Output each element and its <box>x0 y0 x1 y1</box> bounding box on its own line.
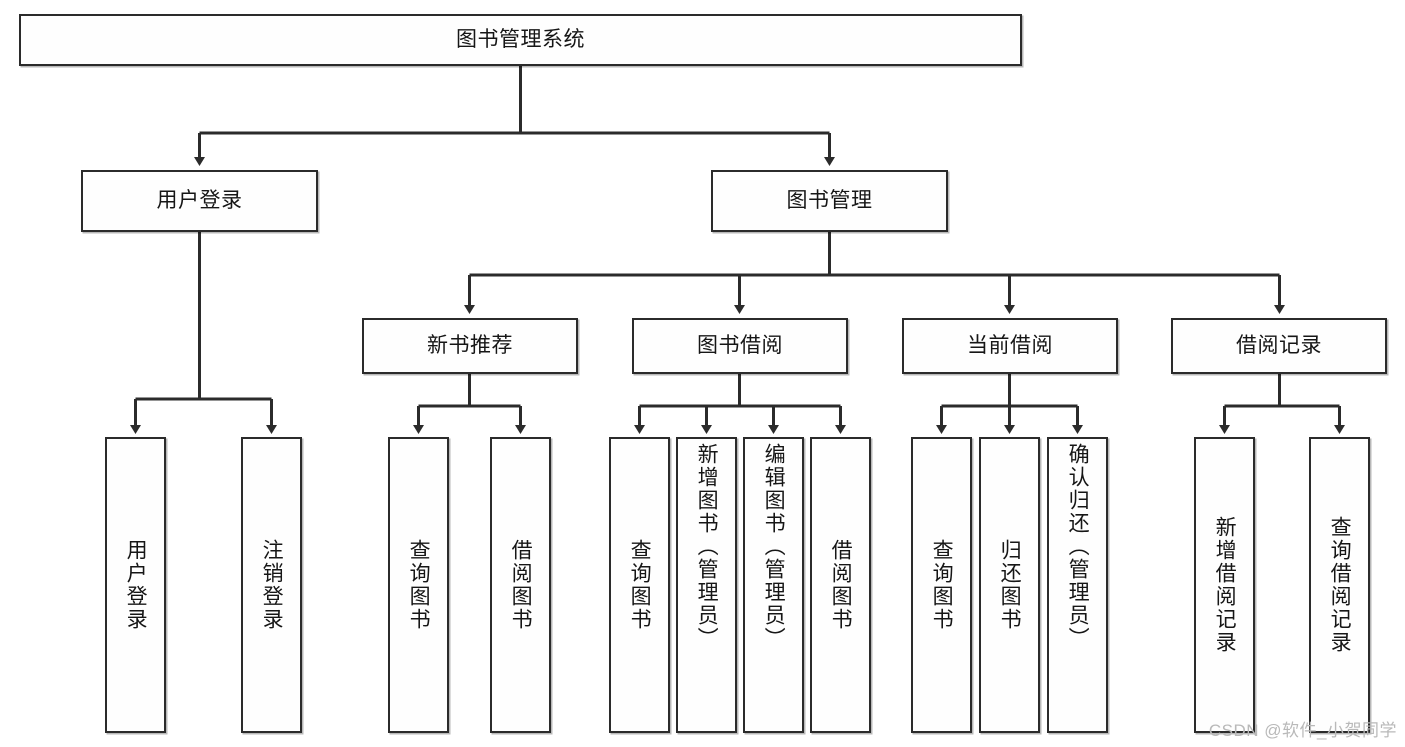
node-label: 当前借阅 <box>967 333 1053 357</box>
leaf-new-book-borrow[interactable]: 借阅图书 <box>490 437 551 733</box>
node-label: 新增借阅记录 <box>1213 516 1237 654</box>
leaf-book-borrow-edit[interactable]: 编辑图书（管理员） <box>743 437 804 733</box>
node-label: 借阅图书 <box>509 539 533 631</box>
node-label: 确认归还（管理员） <box>1066 443 1090 650</box>
leaf-borrow-record-query[interactable]: 查询借阅记录 <box>1309 437 1370 733</box>
leaf-book-borrow-add[interactable]: 新增图书（管理员） <box>676 437 737 733</box>
watermark: CSDN @软件_小贺同学 <box>1208 721 1397 740</box>
node-label: 借阅图书 <box>829 539 853 631</box>
node-label: 归还图书 <box>998 539 1022 631</box>
node-book-management[interactable]: 图书管理 <box>711 170 948 232</box>
node-label: 用户登录 <box>156 188 243 212</box>
node-label: 编辑图书（管理员） <box>762 443 786 650</box>
node-label: 新增图书（管理员） <box>695 443 719 650</box>
node-label: 查询图书 <box>407 539 431 631</box>
leaf-current-borrow-query[interactable]: 查询图书 <box>911 437 972 733</box>
leaf-book-borrow-borrow[interactable]: 借阅图书 <box>810 437 871 733</box>
node-current-borrow[interactable]: 当前借阅 <box>902 318 1118 374</box>
node-label: 查询借阅记录 <box>1328 516 1352 654</box>
leaf-current-borrow-confirm-return[interactable]: 确认归还（管理员） <box>1047 437 1108 733</box>
leaf-borrow-record-add[interactable]: 新增借阅记录 <box>1194 437 1255 733</box>
node-label: 新书推荐 <box>427 333 513 357</box>
node-label: 图书借阅 <box>697 333 783 357</box>
leaf-new-book-query[interactable]: 查询图书 <box>388 437 449 733</box>
node-new-book-recommend[interactable]: 新书推荐 <box>362 318 578 374</box>
node-label: 查询图书 <box>930 539 954 631</box>
leaf-book-borrow-query[interactable]: 查询图书 <box>609 437 670 733</box>
node-label: 注销登录 <box>260 539 284 631</box>
leaf-current-borrow-return[interactable]: 归还图书 <box>979 437 1040 733</box>
node-user-login[interactable]: 用户登录 <box>81 170 318 232</box>
node-borrow-record[interactable]: 借阅记录 <box>1171 318 1387 374</box>
leaf-user-login-login[interactable]: 用户登录 <box>105 437 166 733</box>
node-label: 图书管理系统 <box>456 27 585 51</box>
node-label: 图书管理 <box>786 188 873 212</box>
node-book-borrow[interactable]: 图书借阅 <box>632 318 848 374</box>
node-label: 用户登录 <box>124 539 148 631</box>
leaf-user-login-logout[interactable]: 注销登录 <box>241 437 302 733</box>
node-root-system[interactable]: 图书管理系统 <box>19 14 1022 66</box>
node-label: 借阅记录 <box>1236 333 1322 357</box>
node-label: 查询图书 <box>628 539 652 631</box>
